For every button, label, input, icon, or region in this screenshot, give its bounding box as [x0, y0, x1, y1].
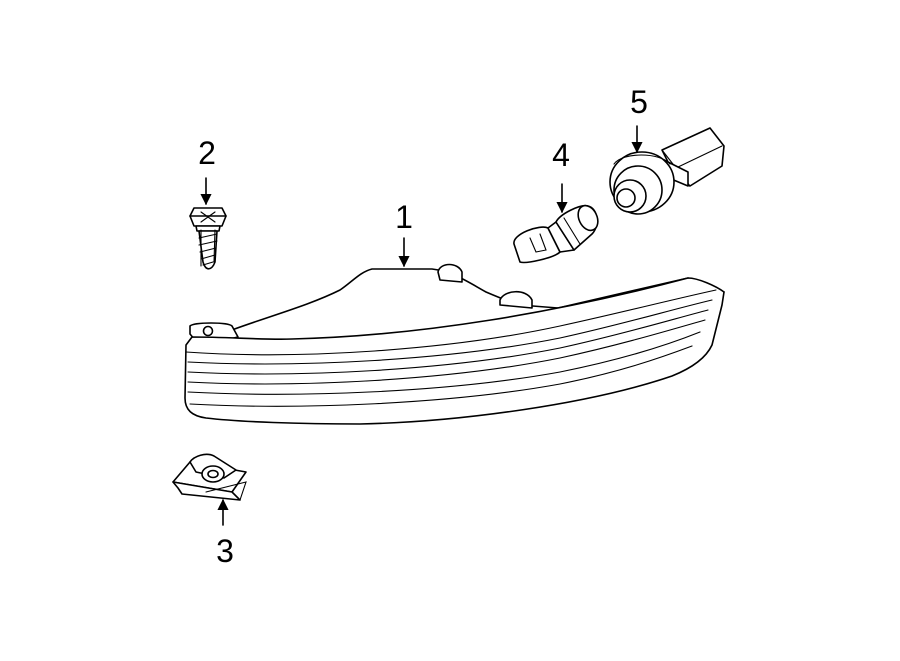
callout-1: 1 [395, 199, 413, 235]
clip-nut-icon [172, 453, 247, 501]
bulb-icon [513, 204, 599, 264]
callout-3: 3 [216, 533, 234, 569]
callout-5: 5 [630, 84, 648, 120]
callout-arrows [200, 125, 643, 526]
lamp-assembly-icon [184, 263, 725, 425]
callout-4: 4 [552, 137, 570, 173]
callout-2: 2 [198, 135, 216, 171]
socket-icon [609, 127, 725, 215]
screw-icon [189, 207, 227, 270]
